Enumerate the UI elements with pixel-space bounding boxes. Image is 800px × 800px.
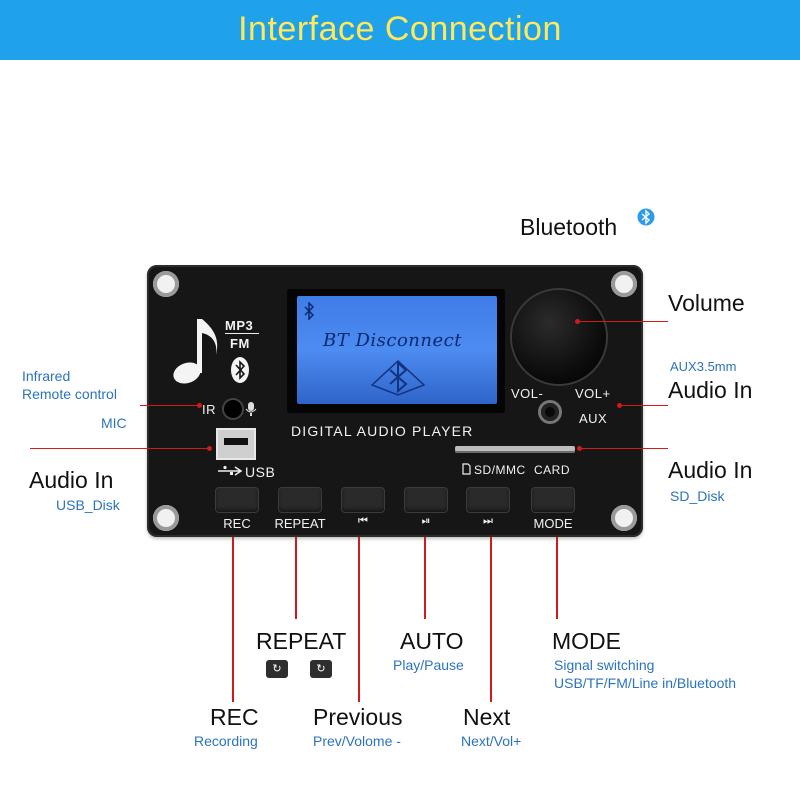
sd-card-slot	[455, 446, 575, 453]
ir-leader-line	[140, 405, 200, 406]
mount-hole	[153, 505, 179, 531]
rec-annotation-sub: Recording	[194, 733, 258, 749]
auto-annotation-sub: Play/Pause	[393, 657, 464, 673]
repeat-all-icon: ↻	[266, 660, 288, 678]
mp3-label: MP3	[225, 318, 254, 333]
usb-annotation-sub: USB_Disk	[56, 497, 120, 513]
previous-annotation: Previous	[313, 704, 403, 730]
lcd-bluetooth-icon	[304, 302, 315, 320]
vol-plus-label: VOL+	[575, 386, 611, 401]
sd-mmc-label: SD/MMC	[474, 463, 526, 477]
rec-leader-line	[232, 537, 234, 702]
aux-leader-line	[620, 405, 668, 406]
aux-annotation-title: Audio In	[668, 377, 753, 403]
rec-button[interactable]	[215, 487, 259, 513]
repeat-one-icon: ↻	[310, 660, 332, 678]
mode-annotation-sub1: Signal switching	[554, 657, 655, 673]
bluetooth-icon	[231, 357, 249, 383]
rec-button-label: REC	[223, 516, 251, 531]
repeat-button[interactable]	[278, 487, 322, 513]
aux-jack	[541, 403, 559, 421]
mount-hole	[153, 271, 179, 297]
microphone-icon	[245, 402, 257, 416]
header-banner	[0, 0, 800, 60]
play-pause-button[interactable]	[404, 487, 448, 513]
usb-label: USB	[245, 464, 276, 480]
sd-annotation-title: Audio In	[668, 457, 753, 483]
mount-hole	[611, 271, 637, 297]
previous-annotation-sub: Prev/Volome -	[313, 733, 401, 749]
volume-knob[interactable]	[512, 290, 606, 384]
mount-hole	[611, 505, 637, 531]
usb-annotation-title: Audio In	[29, 467, 114, 493]
repeat-button-label: REPEAT	[274, 516, 326, 531]
bluetooth-annotation: Bluetooth	[520, 214, 618, 240]
next-icon: ⏭	[483, 515, 493, 527]
ir-leader-dot	[197, 403, 202, 408]
bluetooth-icon	[637, 208, 655, 226]
ir-label: IR	[202, 402, 216, 417]
auto-annotation: AUTO	[400, 628, 464, 654]
usb-port	[216, 428, 256, 460]
board-title: DIGITAL AUDIO PLAYER	[291, 423, 474, 439]
play-pause-icon: ⏯	[421, 515, 431, 527]
mode-leader-line	[556, 537, 558, 619]
sd-leader-line	[580, 448, 668, 449]
usb-icon	[218, 465, 243, 476]
previous-icon: ⏮	[358, 515, 368, 527]
sd-leader-dot	[577, 446, 582, 451]
next-button[interactable]	[466, 487, 510, 513]
mode-annotation: MODE	[552, 628, 621, 654]
mode-button[interactable]	[531, 487, 575, 513]
aux-label: AUX	[579, 411, 608, 426]
ir-sensor	[224, 400, 242, 418]
mic-annotation: MIC	[101, 415, 127, 431]
usb-leader-line	[30, 448, 210, 449]
volume-leader-line	[578, 321, 668, 322]
lcd-bluetooth-logo-icon	[370, 359, 426, 396]
divider	[225, 333, 259, 334]
infrared-annotation-line2: Remote control	[22, 386, 117, 402]
repeat-annotation: REPEAT	[256, 628, 347, 654]
next-annotation-sub: Next/Vol+	[461, 733, 522, 749]
volume-leader-dot	[575, 319, 580, 324]
rec-annotation: REC	[210, 704, 259, 730]
music-note-icon	[173, 319, 218, 384]
card-label: CARD	[534, 463, 571, 477]
aux-leader-dot	[617, 403, 622, 408]
page-title: Interface Connection	[238, 10, 562, 48]
auto-leader-line	[424, 537, 426, 619]
lcd-status-text: BT Disconnect	[323, 330, 462, 351]
previous-leader-line	[358, 537, 360, 702]
previous-button[interactable]	[341, 487, 385, 513]
sd-card-icon	[462, 463, 471, 475]
usb-leader-dot	[207, 446, 212, 451]
next-annotation: Next	[463, 704, 511, 730]
fm-label: FM	[230, 336, 250, 351]
volume-annotation: Volume	[668, 290, 745, 316]
sd-annotation-sub: SD_Disk	[670, 488, 725, 504]
repeat-leader-line	[295, 537, 297, 619]
aux-annotation-sub: AUX3.5mm	[670, 359, 737, 374]
mode-annotation-sub2: USB/TF/FM/Line in/Bluetooth	[554, 675, 737, 691]
mode-button-label: MODE	[533, 516, 573, 531]
next-leader-line	[490, 537, 492, 702]
vol-minus-label: VOL-	[511, 386, 544, 401]
infrared-annotation-line1: Infrared	[22, 368, 71, 384]
